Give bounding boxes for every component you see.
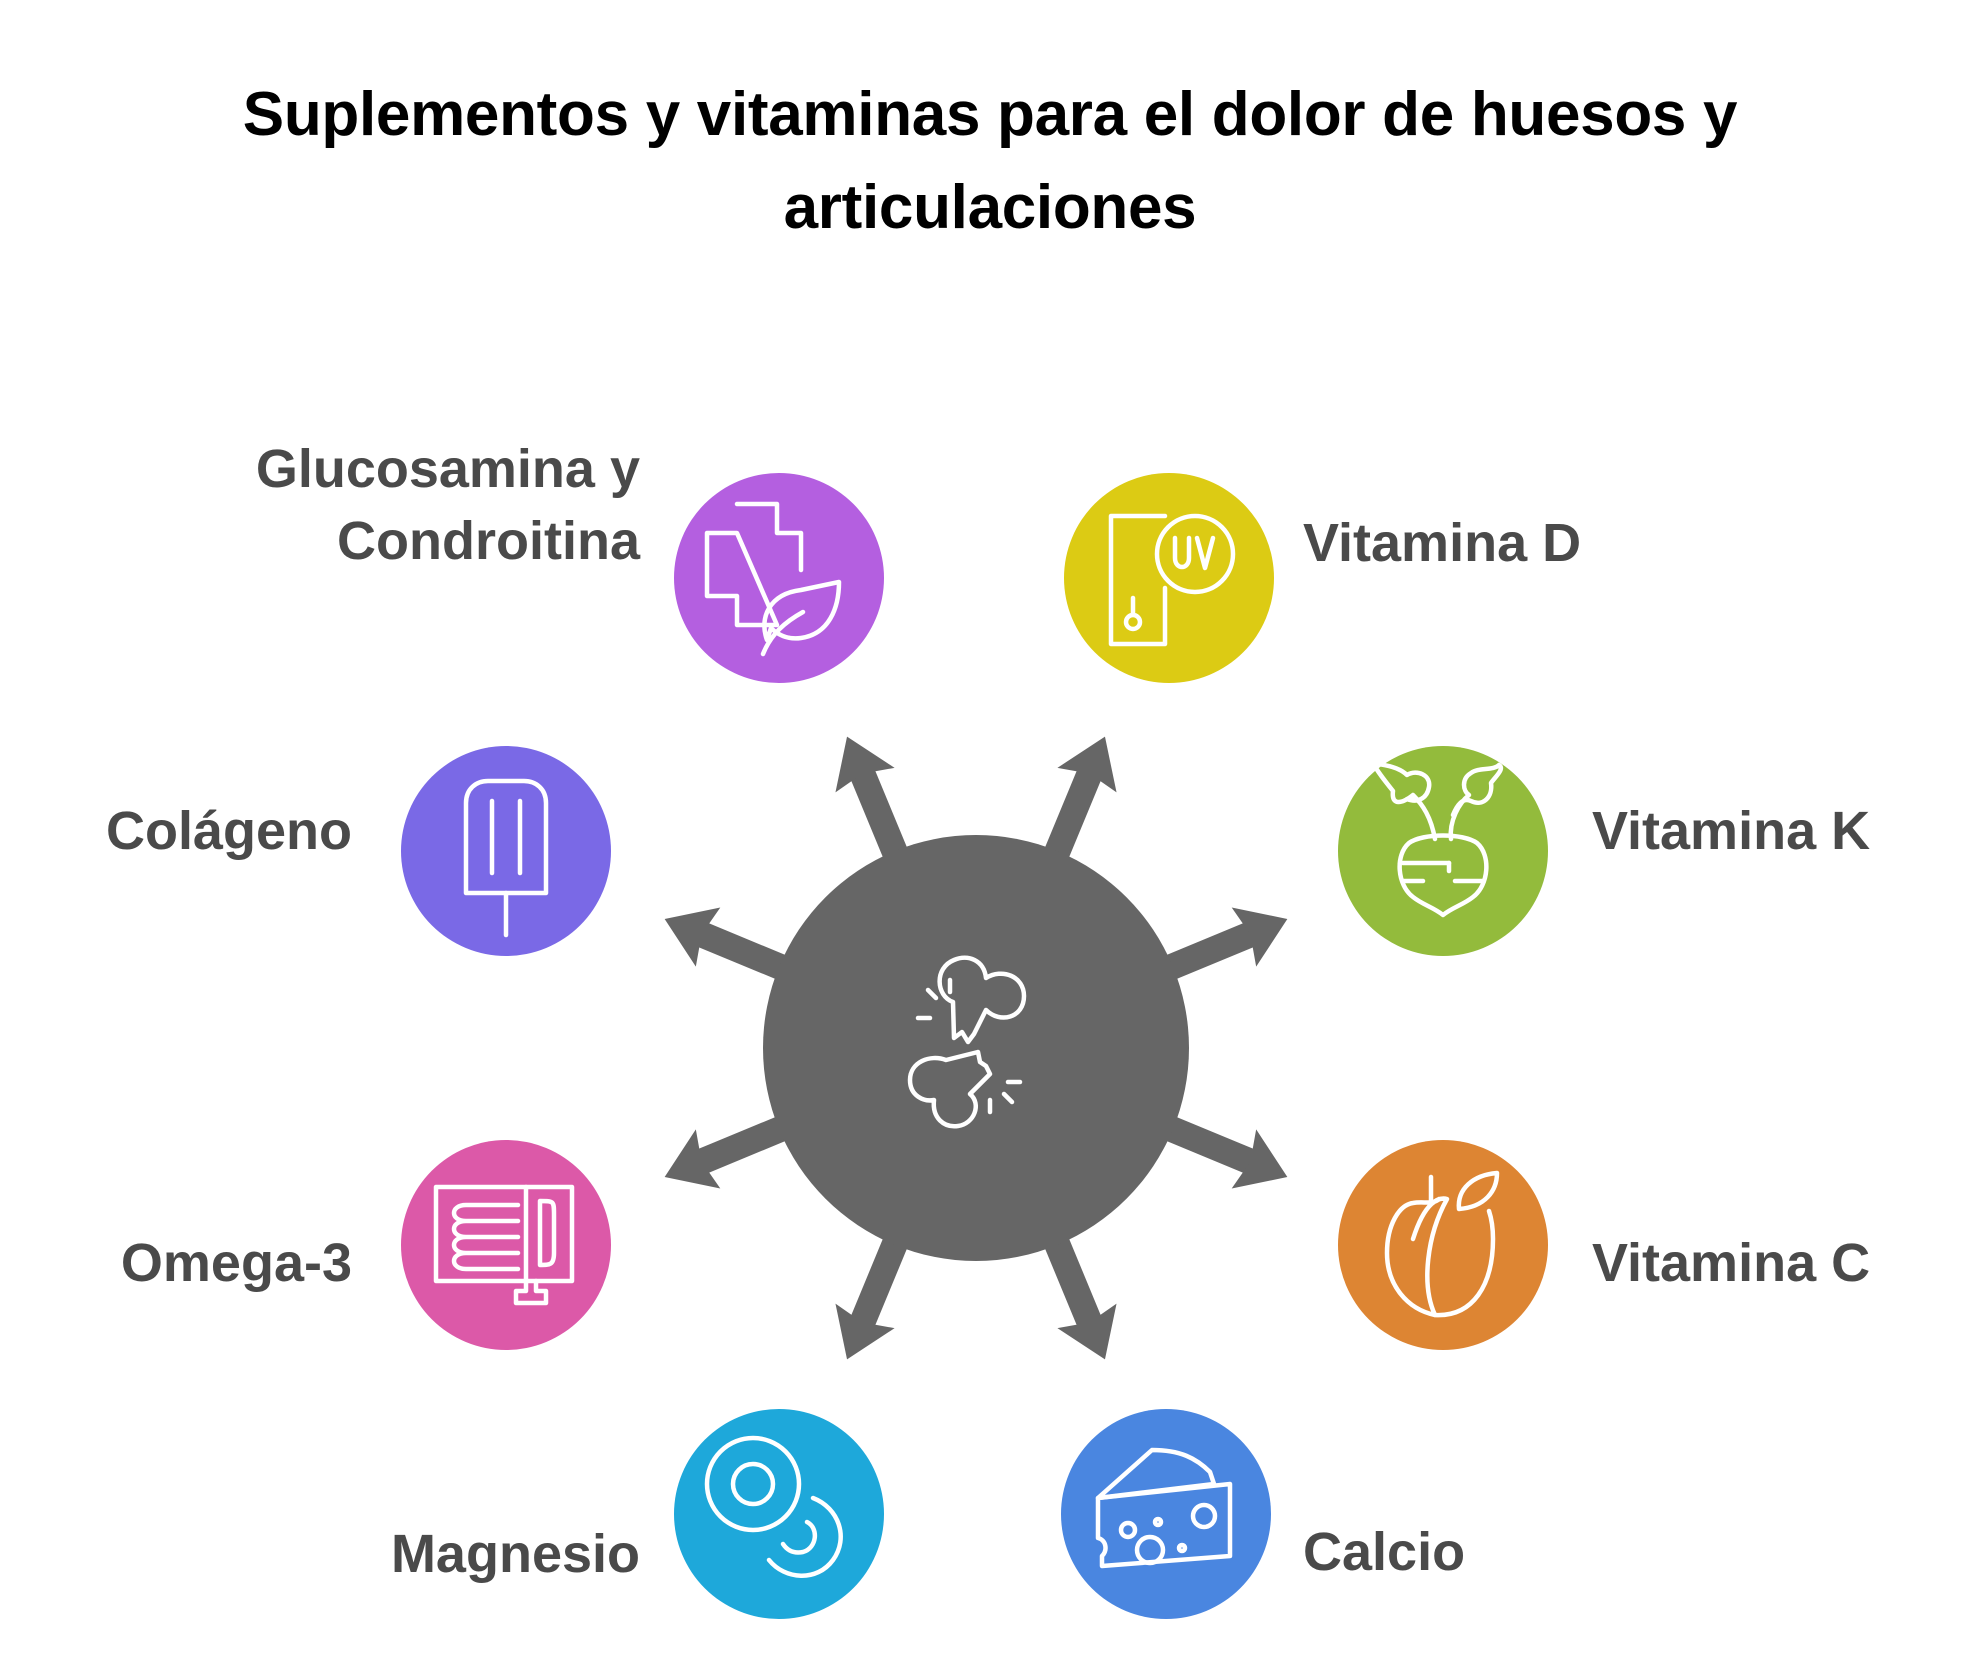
item-magnesio: Magnesio [391, 1409, 884, 1619]
item-vitamina-d: Vitamina D [1064, 473, 1581, 683]
item-label: Vitamina D [1303, 513, 1581, 573]
broken-bone-icon [907, 955, 1027, 1129]
item-label: Glucosamina y [256, 439, 640, 499]
page-title: Suplementos y vitaminas para el dolor de… [242, 80, 1738, 242]
medical-cross-leaf-icon [704, 501, 842, 657]
item-vitamina-c: Vitamina C [1338, 1140, 1870, 1350]
magnesium-discs-icon [704, 1435, 843, 1578]
item-label: Omega-3 [121, 1233, 352, 1293]
cheese-icon [1095, 1447, 1233, 1569]
uv-phone-icon [1108, 513, 1236, 647]
item-colageno: Colágeno [106, 746, 611, 956]
item-omega-3: Omega-3 [121, 1140, 611, 1350]
item-label: Vitamina K [1592, 801, 1870, 861]
popsicle-icon [463, 778, 549, 938]
item-label: Magnesio [391, 1524, 640, 1584]
item-circle [1064, 473, 1274, 683]
fish-tin-icon [433, 1184, 575, 1306]
apricot-icon [1384, 1170, 1500, 1318]
item-label: Colágeno [106, 801, 352, 861]
item-circle [1338, 746, 1548, 956]
item-label: Calcio [1303, 1522, 1465, 1582]
item-glucosamina-condroitina: Glucosamina y Condroitina [256, 439, 884, 683]
item-vitamina-k: Vitamina K [1338, 746, 1870, 956]
item-circle [401, 746, 611, 956]
item-label: Vitamina C [1592, 1233, 1870, 1293]
turnip-icon [1370, 760, 1504, 918]
item-circle [401, 1140, 611, 1350]
item-calcio: Calcio [1061, 1409, 1465, 1619]
center-hub [763, 835, 1189, 1261]
item-circle [1338, 1140, 1548, 1350]
item-label: Condroitina [337, 511, 641, 571]
item-circle [674, 1409, 884, 1619]
item-circle [1061, 1409, 1271, 1619]
item-circle [674, 473, 884, 683]
